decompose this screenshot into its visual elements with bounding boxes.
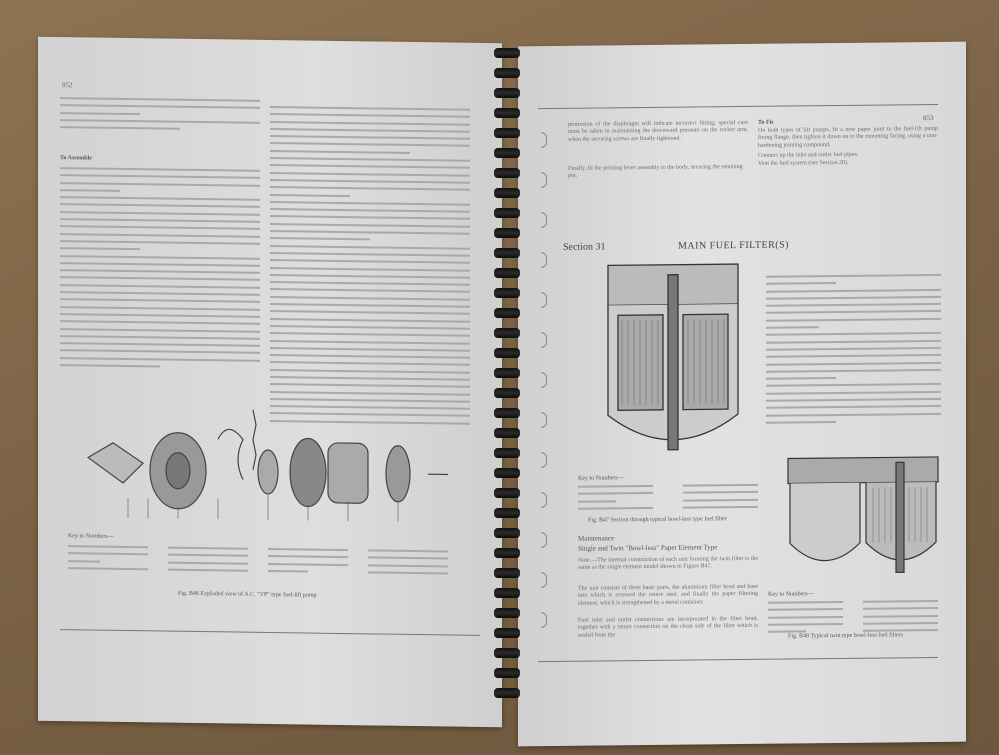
key-list (68, 545, 448, 579)
right-page: 853 protrusion of the diaphragm will ind… (518, 41, 966, 747)
caption-b47: Fig. B47 Section through typical bowl-le… (588, 516, 727, 524)
text-column-right (270, 106, 470, 430)
footer-rule (538, 656, 938, 663)
binding-ring (494, 368, 520, 378)
binding-ring (494, 688, 520, 698)
key-heading: Key to Numbers— (68, 533, 114, 540)
binding-ring (494, 308, 520, 318)
binding-ring (494, 528, 520, 538)
binding-ring (494, 488, 520, 498)
left-page: 852 To Assemble Key to Numbers— Fig. B46… (38, 36, 502, 728)
binding-ring (494, 108, 520, 118)
section-title: MAIN FUEL FILTER(S) (678, 239, 789, 252)
caption-b48: Fig. B48 Typical twin type bowl-less fue… (788, 632, 904, 640)
heading-to-fit: To Fit (758, 119, 774, 126)
binding-ring (494, 548, 520, 558)
key-list-b47 (578, 483, 758, 515)
text-column-filter (766, 273, 941, 429)
page-number: 852 (62, 81, 73, 90)
exploded-pump-diagram (86, 409, 448, 522)
binding-ring (494, 448, 520, 458)
binding-ring (494, 188, 520, 198)
binding-ring (494, 228, 520, 238)
binding-ring (494, 208, 520, 218)
key-heading-b47: Key to Numbers— (578, 475, 624, 482)
footer-rule (60, 629, 480, 636)
key-heading-b48: Key to Numbers— (768, 591, 814, 598)
binding-ring (494, 508, 520, 518)
binding-ring (494, 388, 520, 398)
binding-ring (494, 668, 520, 678)
figure-caption: Fig. B46 Exploded view of A.C. "VP" type… (178, 590, 317, 599)
section-label: Section 31 (563, 241, 606, 253)
para-protrusion: protrusion of the diaphragm will indicat… (568, 119, 748, 143)
binding-ring (494, 168, 520, 178)
para-vent: Vent the fuel system (see Section 28). (758, 159, 849, 167)
binding-ring (494, 128, 520, 138)
binding-ring (494, 408, 520, 418)
text-column-left-body (60, 167, 260, 374)
binding-ring (494, 48, 520, 58)
subheading-paper-element: Single and Twin "Bowl-less" Paper Elemen… (578, 543, 718, 553)
binding-ring (494, 428, 520, 438)
binding-ring (494, 148, 520, 158)
filter-section-diagram (607, 263, 739, 451)
note: Note.—The internal construction of each … (578, 555, 758, 572)
heading-to-assemble: To Assemble (60, 155, 92, 162)
page-number: 853 (923, 113, 934, 123)
binding-ring (494, 588, 520, 598)
binding-ring (494, 608, 520, 618)
binding-ring (494, 348, 520, 358)
binding-ring (494, 68, 520, 78)
binding-ring (494, 468, 520, 478)
heading-maintenance: Maintenance (578, 534, 615, 543)
para-finally: Finally, fit the priming lever assembly … (568, 163, 743, 180)
binding-ring (494, 248, 520, 258)
para-fuel: Fuel inlet and outlet connections are in… (578, 615, 758, 639)
twin-filter-diagram (787, 456, 939, 573)
binding-ring (494, 568, 520, 578)
binding-ring (494, 288, 520, 298)
para-unit: The unit consists of three basic parts, … (578, 583, 758, 607)
text-column-left (60, 97, 260, 146)
binding-ring (494, 88, 520, 98)
binding-ring (494, 268, 520, 278)
header-rule (538, 103, 938, 110)
binding-ring (494, 328, 520, 338)
binding-ring (494, 628, 520, 638)
binding-ring (494, 648, 520, 658)
para-to-fit: On both types of lift pumps, fit a new p… (758, 125, 938, 149)
